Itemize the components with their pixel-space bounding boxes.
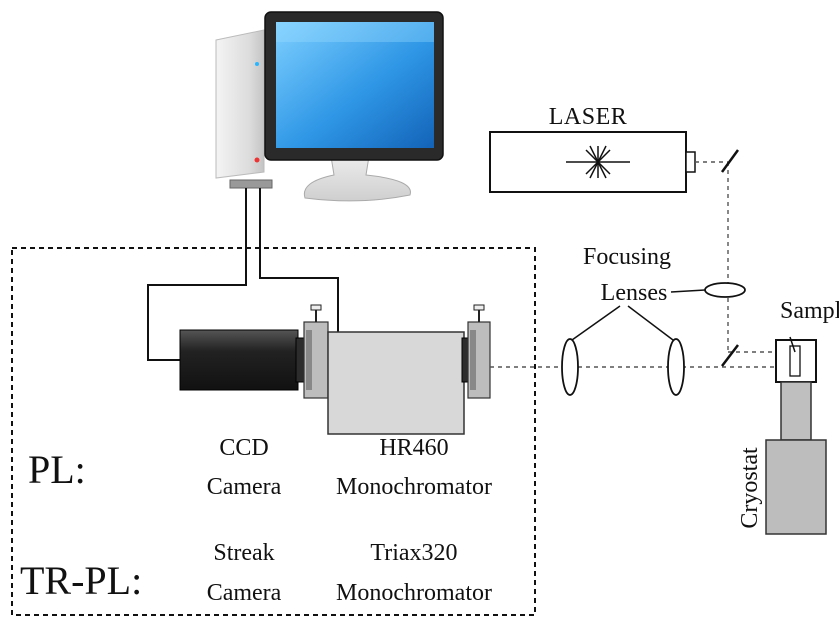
pl-label: PL:: [28, 447, 86, 492]
ccd-camera-label-line1: CCD: [219, 435, 268, 461]
ccd-camera-label-line2: Camera: [207, 474, 282, 500]
focusing-lenses-label-line2: Lenses: [601, 280, 668, 306]
mirror-bottom: [721, 344, 739, 367]
lens-right: [667, 338, 685, 396]
streak-camera-label-line1: Streak: [213, 540, 274, 566]
triax320-label-line1: Triax320: [370, 540, 457, 566]
triax320-label-line2: Monochromator: [336, 580, 492, 606]
ccd-camera: [179, 304, 329, 399]
computer-cables: [147, 188, 339, 361]
laser-label: LASER: [549, 104, 628, 130]
tr-pl-label: TR-PL:: [20, 558, 142, 603]
sample-label: Sample: [780, 298, 839, 324]
sample-leader-line: [789, 336, 796, 353]
lens-leader-lines: [571, 289, 706, 341]
monochromator: [327, 304, 491, 435]
lens-left: [561, 338, 579, 396]
hr460-label-line2: Monochromator: [336, 474, 492, 500]
laser-burst-icon: [566, 145, 630, 179]
cryostat: [765, 339, 827, 535]
beam-path: [490, 161, 800, 368]
cryostat-label: Cryostat: [737, 447, 763, 529]
focusing-lenses-label-line1: Focusing: [583, 244, 671, 270]
lens-horizontal: [704, 282, 746, 298]
enclosure-dashed-box: [11, 247, 536, 616]
mirror-top: [720, 149, 740, 173]
desktop-computer-icon: [215, 11, 444, 202]
hr460-label-line1: HR460: [379, 435, 448, 461]
streak-camera-label-line2: Camera: [207, 580, 282, 606]
